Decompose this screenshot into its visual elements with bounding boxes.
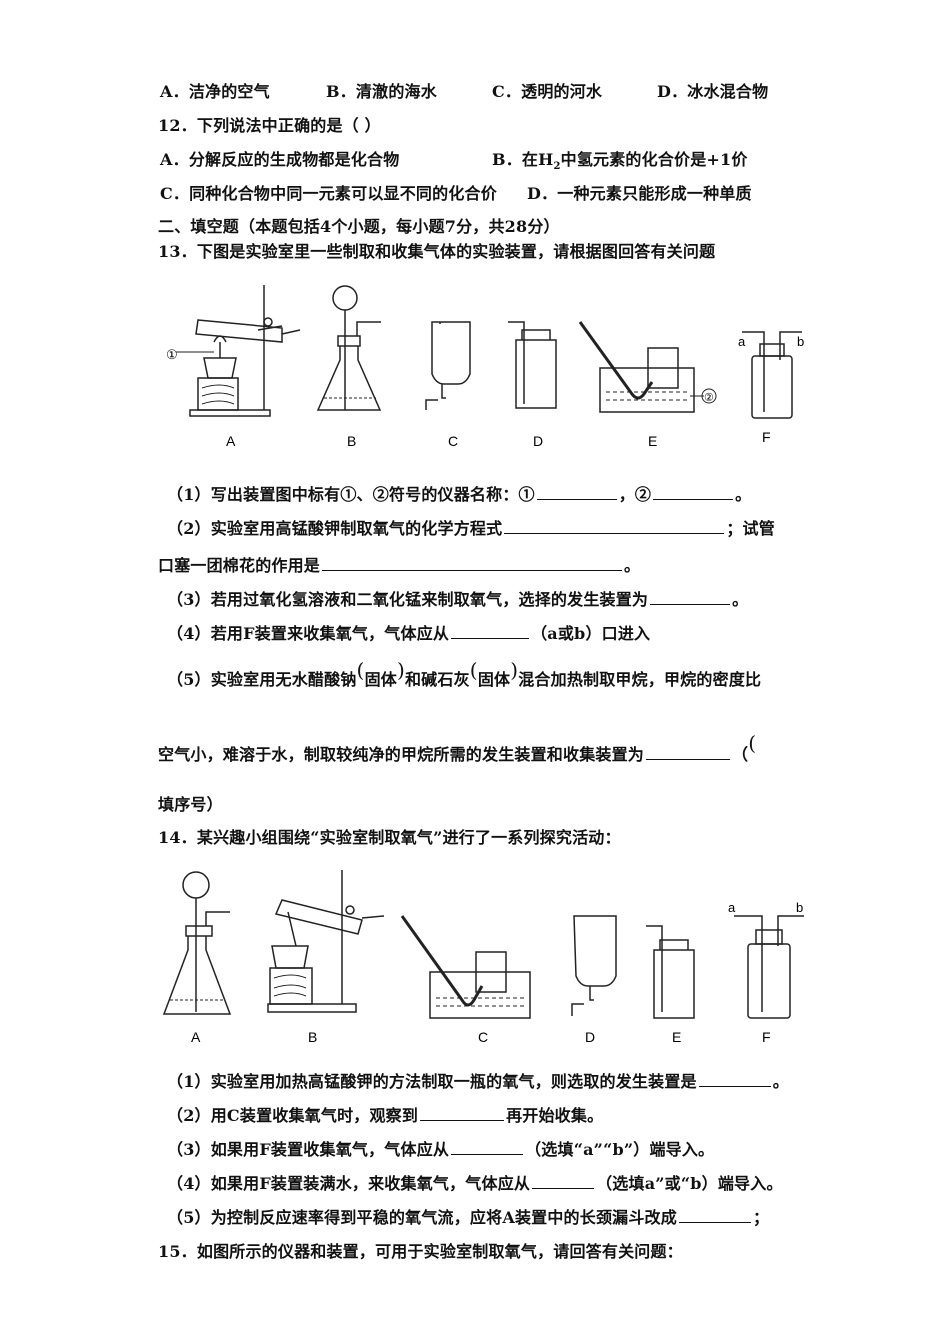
answer-blank[interactable] [646,745,731,760]
answer-blank[interactable] [650,590,731,605]
q13-apparatus-d [508,321,557,409]
q13-part-5-end: 填序号） [158,795,223,814]
q14-apparatus-c [400,915,531,1019]
q12-option-c: C．同种化合物中同一元素可以显不同的化合价 [160,184,497,203]
q12-option-d: D．一种元素只能形成一种单质 [527,184,752,203]
q14-part-5: （5）为控制反应速率得到平稳的氧气流，应将A装置中的长颈漏斗改成； [167,1208,770,1227]
q13-apparatus-figure: ① ② a b A B C D E F [166,285,804,449]
q14-label-d: D [585,1029,595,1045]
q14-apparatus-figure: a b A B C D E F [162,870,804,1045]
answer-blank[interactable] [532,1174,595,1189]
answer-blank[interactable] [504,519,725,534]
q13-part-1: （1）写出装置图中标有①、②符号的仪器名称：①，②。 [167,485,752,504]
q13-label-d: D [533,433,543,449]
answer-blank[interactable] [678,1208,751,1223]
q13-label-b: B [347,433,356,449]
section-heading: 二、填空题（本题包括4个小题，每小题7分，共28分） [158,217,560,236]
q14-stem: 14．某兴趣小组围绕“实验室制取氧气”进行了一系列探究活动： [158,828,621,847]
q11-option-d: D．冰水混合物 [657,82,769,101]
q13-apparatus-a [176,285,301,417]
q13-part-2: （2）实验室用高锰酸钾制取氧气的化学方程式；试管 [167,519,775,538]
q14-part-1: （1）实验室用加热高锰酸钾的方法制取一瓶的氧气，则选取的发生装置是。 [167,1072,789,1091]
q13-stem: 13．下图是实验室里一些制取和收集气体的实验装置，请根据图回答有关问题 [158,242,716,261]
q13-label-a: A [226,433,236,449]
q14-apparatus-f [734,915,804,1019]
q13-part-5: （5）实验室用无水醋酸钠(固体)和碱石灰(固体)混合加热制取甲烷，甲烷的密度比 [167,658,762,689]
q14-apparatus-e [646,925,695,1019]
q11-option-c: C．透明的河水 [492,82,603,101]
q13-part-2-cont: 口塞一团棉花的作用是。 [158,556,641,575]
answer-blank[interactable] [451,1140,524,1155]
q12-option-b: B．在H2中氢元素的化合价是+1价 [492,150,748,173]
q13-apparatus-f [742,331,802,419]
q13-apparatus-b [316,285,382,411]
answer-blank[interactable] [322,556,623,571]
q13-part-5-cont: 空气小，难溶于水，制取较纯净的甲烷所需的发生装置和收集装置为（( [158,731,757,764]
q13-mark-1: ① [166,347,178,362]
q13-port-b: b [797,334,804,349]
q13-label-f: F [762,429,771,445]
q14-label-b: B [308,1029,317,1045]
q12-stem: 12．下列说法中正确的是（ ） [158,116,381,135]
q14-label-a: A [191,1029,201,1045]
q14-port-b: b [796,900,803,915]
q13-mark-2: ② [704,392,714,404]
q13-apparatus-c [425,321,471,410]
answer-blank[interactable] [420,1106,505,1121]
answer-blank[interactable] [698,1072,771,1087]
q14-part-3: （3）如果用F装置收集氧气，气体应从（选填“a”“b”）端导入。 [167,1140,715,1159]
answer-blank[interactable] [451,624,530,639]
q14-label-c: C [478,1029,488,1045]
q11-option-a: A．洁净的空气 [160,82,270,101]
q11-option-b: B．清澈的海水 [326,82,437,101]
q13-part-4: （4）若用F装置来收集氧气，气体应从（a或b）口进入 [167,624,651,643]
answer-blank[interactable] [536,485,617,500]
q14-apparatus-d [571,915,617,1016]
q13-label-e: E [648,433,657,449]
q15-stem: 15．如图所示的仪器和装置，可用于实验室制取氧气，请回答有关问题： [158,1242,683,1261]
q14-label-e: E [672,1029,681,1045]
q14-apparatus-b [267,870,385,1013]
q14-apparatus-a [162,871,232,1015]
answer-blank[interactable] [653,485,734,500]
q14-part-4: （4）如果用F装置装满水，来收集氧气，气体应从（选填a”或“b）端导入。 [167,1174,783,1193]
q14-port-a: a [728,900,736,915]
q13-apparatus-e [578,321,717,413]
q13-port-a: a [738,334,746,349]
q13-label-c: C [448,433,458,449]
q13-part-3: （3）若用过氧化氢溶液和二氧化锰来制取氧气，选择的发生装置为。 [167,590,749,609]
q14-part-2: （2）用C装置收集氧气时，观察到再开始收集。 [167,1106,604,1125]
q12-option-a: A．分解反应的生成物都是化合物 [160,150,400,169]
q14-label-f: F [762,1029,771,1045]
